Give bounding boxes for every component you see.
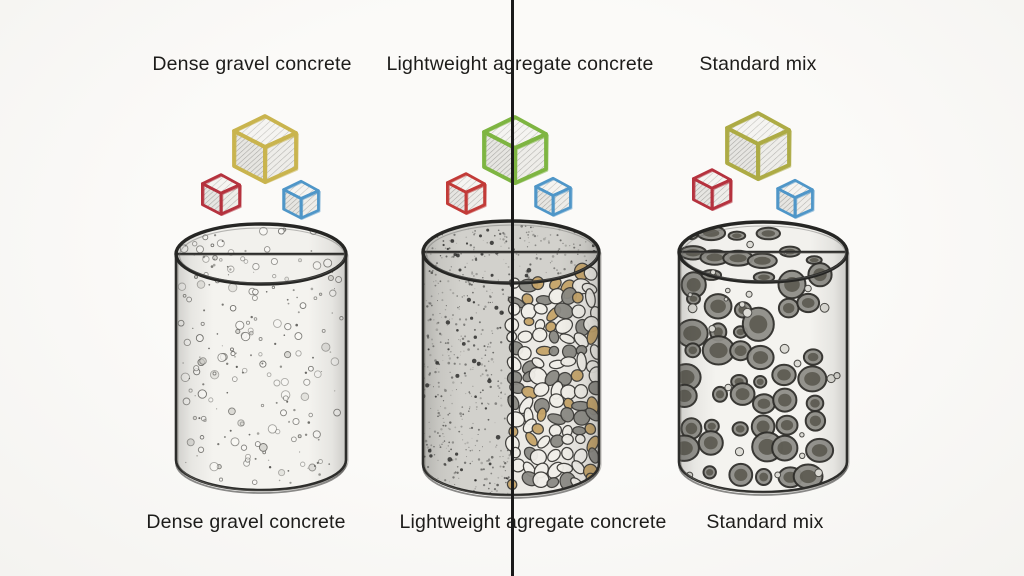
top-label-dense: Dense gravel concrete (152, 53, 352, 75)
big-cube (482, 115, 549, 186)
cylinder-rim (174, 222, 348, 286)
blue-cube (282, 179, 321, 220)
cylinder-rim (677, 220, 849, 284)
divider-line (511, 0, 514, 576)
red-cube (692, 168, 734, 211)
cube-cluster-sketch (692, 111, 815, 219)
blue-cube (776, 178, 815, 219)
bottom-label-standard: Standard mix (706, 511, 824, 533)
big-cube (232, 114, 299, 185)
red-cube (201, 173, 243, 216)
cylinder-sketch-dense (174, 222, 349, 494)
top-label-lightweight: Lightweight agregate concrete (386, 53, 654, 75)
cube-cluster-sketch (446, 115, 573, 217)
cylinder-texture (176, 224, 346, 490)
blue-cube (534, 176, 573, 217)
bottom-label-lightweight: Lightweight agregate concrete (399, 511, 667, 533)
top-label-standard: Standard mix (699, 53, 817, 75)
big-cube (725, 111, 792, 182)
cylinder-sketch-lightweight (421, 219, 602, 499)
cube-cluster-sketch (201, 114, 321, 220)
bottom-label-dense: Dense gravel concrete (146, 511, 346, 533)
cylinder-sketch-standard (677, 220, 850, 496)
cylinder-texture (679, 222, 847, 492)
red-cube (446, 172, 488, 215)
